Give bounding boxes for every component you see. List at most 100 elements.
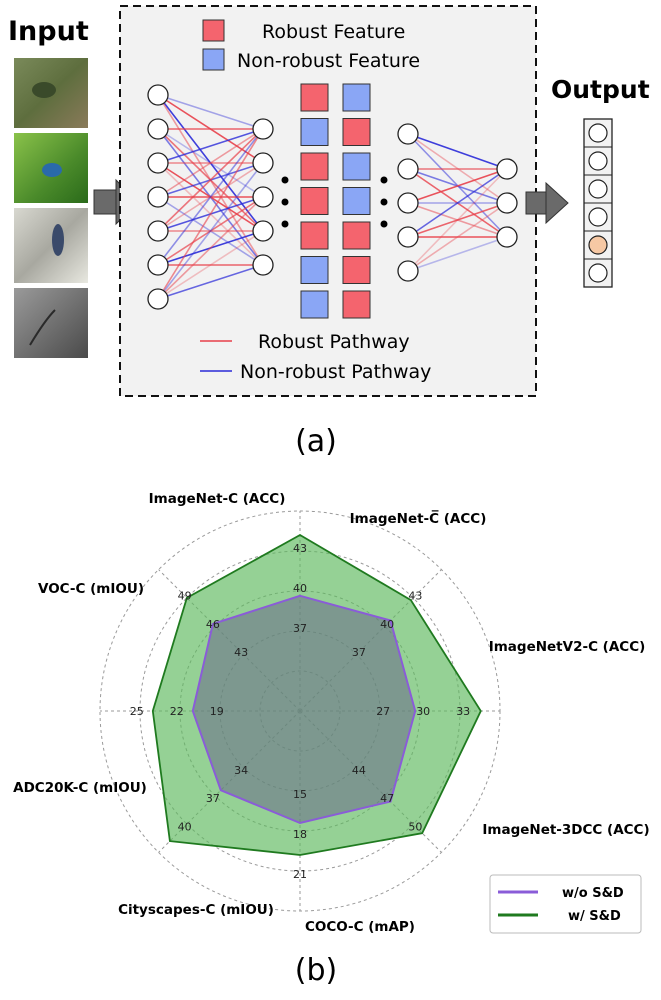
neuron-node — [397, 226, 419, 248]
neuron-node — [496, 158, 518, 180]
robust-feature-cell — [300, 152, 329, 181]
pathway-edge — [157, 94, 264, 130]
robust-feature-cell — [342, 118, 371, 146]
radar-tick-label: 37 — [206, 792, 220, 805]
robust-feature-cell — [342, 290, 371, 319]
nonrobust-feature-cell — [342, 187, 371, 215]
panel-b-label: (b) — [295, 953, 337, 988]
pathway-edge — [157, 128, 264, 232]
input-images — [14, 58, 88, 358]
robust-feature-cell — [342, 221, 371, 250]
legend-nonrobust-pathway-label: Non-robust Pathway — [240, 361, 431, 383]
input-image-bird-4 — [14, 288, 88, 358]
robust-feature-cell — [300, 187, 329, 215]
radar-axis-label: ImageNet-C̅ (ACC) — [350, 509, 487, 527]
neuron-node — [147, 118, 169, 140]
nonrobust-feature-cell — [300, 290, 329, 319]
feature-legend: Robust Feature Non-robust Feature — [202, 19, 420, 72]
radar-tick-label: 33 — [456, 705, 470, 718]
radar-tick-label: 40 — [178, 820, 192, 833]
radar-tick-label: 46 — [206, 618, 220, 631]
legend-nonrobust-feature-label: Non-robust Feature — [237, 50, 420, 72]
input-image-bird-3 — [14, 208, 88, 283]
pathway-edge — [407, 133, 508, 170]
pathway-edge — [407, 168, 508, 204]
radar-tick-label: 40 — [293, 582, 307, 595]
ellipsis-dots — [281, 176, 388, 228]
pathway-edge — [157, 128, 264, 198]
radar-tick-label: 18 — [293, 828, 307, 841]
legend-wo-sd-label: w/o S&D — [562, 886, 624, 901]
output-label: Output — [551, 75, 650, 104]
neuron-node — [252, 220, 274, 242]
output-node — [588, 207, 608, 227]
output-node — [588, 179, 608, 199]
neuron-node — [147, 152, 169, 174]
network-right — [397, 123, 518, 282]
pathway-edge — [407, 202, 508, 238]
radar-axis-label: ADC20K-C (mIOU) — [13, 780, 147, 796]
radar-tick-label: 43 — [408, 590, 422, 603]
neuron-node — [252, 186, 274, 208]
neuron-node — [147, 220, 169, 242]
neuron-node — [397, 192, 419, 214]
output-vector — [583, 118, 613, 288]
pathway-edge — [157, 264, 264, 300]
legend-nonrobust-feature-swatch — [202, 48, 225, 71]
neuron-node — [496, 226, 518, 248]
output-node — [588, 123, 608, 143]
panel-a-label: (a) — [295, 424, 337, 459]
pathway-edge — [407, 168, 508, 272]
legend-robust-feature-swatch — [202, 19, 225, 42]
output-node — [588, 151, 608, 171]
radar-axis-label: ImageNetV2-C (ACC) — [489, 639, 646, 655]
radar-tick-label: 34 — [234, 764, 248, 777]
neuron-node — [252, 118, 274, 140]
output-node-active — [588, 235, 608, 255]
neuron-node — [147, 186, 169, 208]
legend-robust-pathway-label: Robust Pathway — [258, 331, 410, 353]
radar-tick-label: 47 — [380, 792, 394, 805]
pathway-edge — [157, 196, 264, 266]
radar-tick-label: 25 — [130, 705, 144, 718]
radar-tick-label: 27 — [376, 705, 390, 718]
radar-tick-label: 40 — [380, 618, 394, 631]
radar-axis-label: VOC-C (mIOU) — [38, 581, 144, 597]
neuron-node — [147, 84, 169, 106]
robust-feature-cell — [300, 83, 329, 112]
neuron-node — [252, 254, 274, 276]
neuron-node — [147, 288, 169, 310]
neuron-node — [397, 260, 419, 282]
nonrobust-feature-cell — [300, 256, 329, 284]
radar-axis-label: COCO-C (mAP) — [305, 919, 415, 935]
radar-tick-label: 43 — [293, 542, 307, 555]
input-label: Input — [8, 16, 89, 47]
pathway-edge — [407, 236, 508, 272]
nonrobust-feature-cell — [342, 83, 371, 112]
radar-tick-label: 44 — [352, 764, 366, 777]
radar-tick-label: 49 — [178, 590, 192, 603]
chart-legend: w/o S&D w/ S&D — [489, 874, 642, 934]
network-left — [147, 84, 274, 310]
neuron-node — [397, 158, 419, 180]
radar-tick-label: 19 — [210, 705, 224, 718]
radar-tick-label: 21 — [293, 868, 307, 881]
pathway-edge — [407, 168, 508, 238]
radar-axis-label: ImageNet-3DCC (ACC) — [482, 822, 649, 838]
pathway-edge — [157, 196, 264, 300]
radar-axis-label: Cityscapes-C (mIOU) — [118, 902, 274, 918]
pathway-edge — [407, 202, 508, 272]
radar-tick-label: 22 — [170, 705, 184, 718]
neuron-node — [252, 152, 274, 174]
pathway-legend: Robust Pathway Non-robust Pathway — [200, 331, 431, 383]
legend-w-sd-label: w/ S&D — [568, 909, 621, 924]
neuron-node — [147, 254, 169, 276]
radar-tick-label: 15 — [293, 788, 307, 801]
pathway-edge — [157, 128, 264, 164]
feature-columns — [300, 83, 371, 319]
nonrobust-feature-cell — [342, 152, 371, 181]
pathway-edge — [157, 162, 264, 300]
robust-feature-cell — [300, 221, 329, 250]
